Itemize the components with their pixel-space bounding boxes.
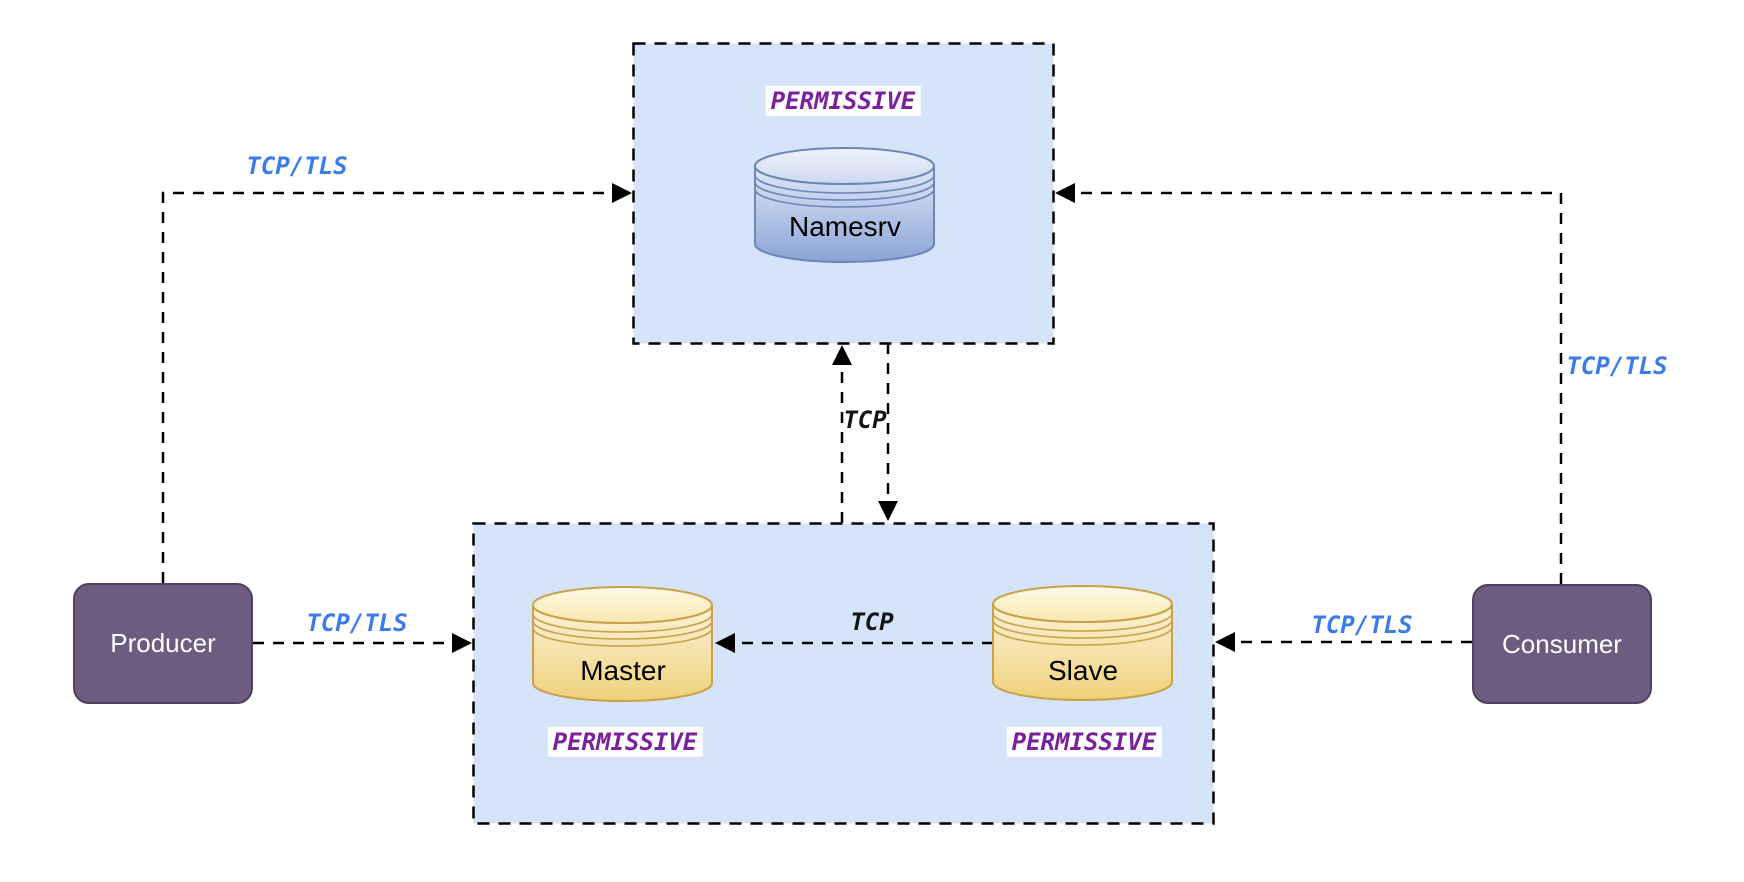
master-cylinder-icon: [532, 586, 713, 702]
edge-label-slave-master: TCP: [850, 608, 894, 636]
producer-label: Producer: [110, 628, 216, 658]
edge-producer-to-namesrv: [161, 183, 632, 583]
namesrv-cylinder-icon: [754, 147, 935, 263]
namesrv-acl-badge: PERMISSIVE: [765, 85, 921, 117]
consumer-label: Consumer: [1502, 628, 1622, 659]
edge-label-consumer-namesrv: TCP/TLS: [1566, 352, 1668, 380]
edge-label-producer-broker: TCP/TLS: [306, 609, 408, 637]
master-acl-badge: PERMISSIVE: [547, 726, 703, 758]
edge-label-consumer-broker: TCP/TLS: [1311, 611, 1413, 639]
slave-acl-badge: PERMISSIVE: [1006, 726, 1162, 758]
namesrv-label: Namesrv: [788, 211, 902, 242]
master-label: Master: [580, 655, 666, 686]
edge-label-broker-namesrv: TCP: [843, 406, 887, 434]
producer-node: Producer: [73, 583, 253, 704]
slave-cylinder-icon: [992, 585, 1173, 701]
edge-consumer-to-namesrv: [1055, 183, 1563, 584]
slave-label: Slave: [1047, 655, 1119, 686]
edge-label-producer-namesrv: TCP/TLS: [246, 152, 348, 180]
consumer-node: Consumer: [1472, 584, 1652, 704]
